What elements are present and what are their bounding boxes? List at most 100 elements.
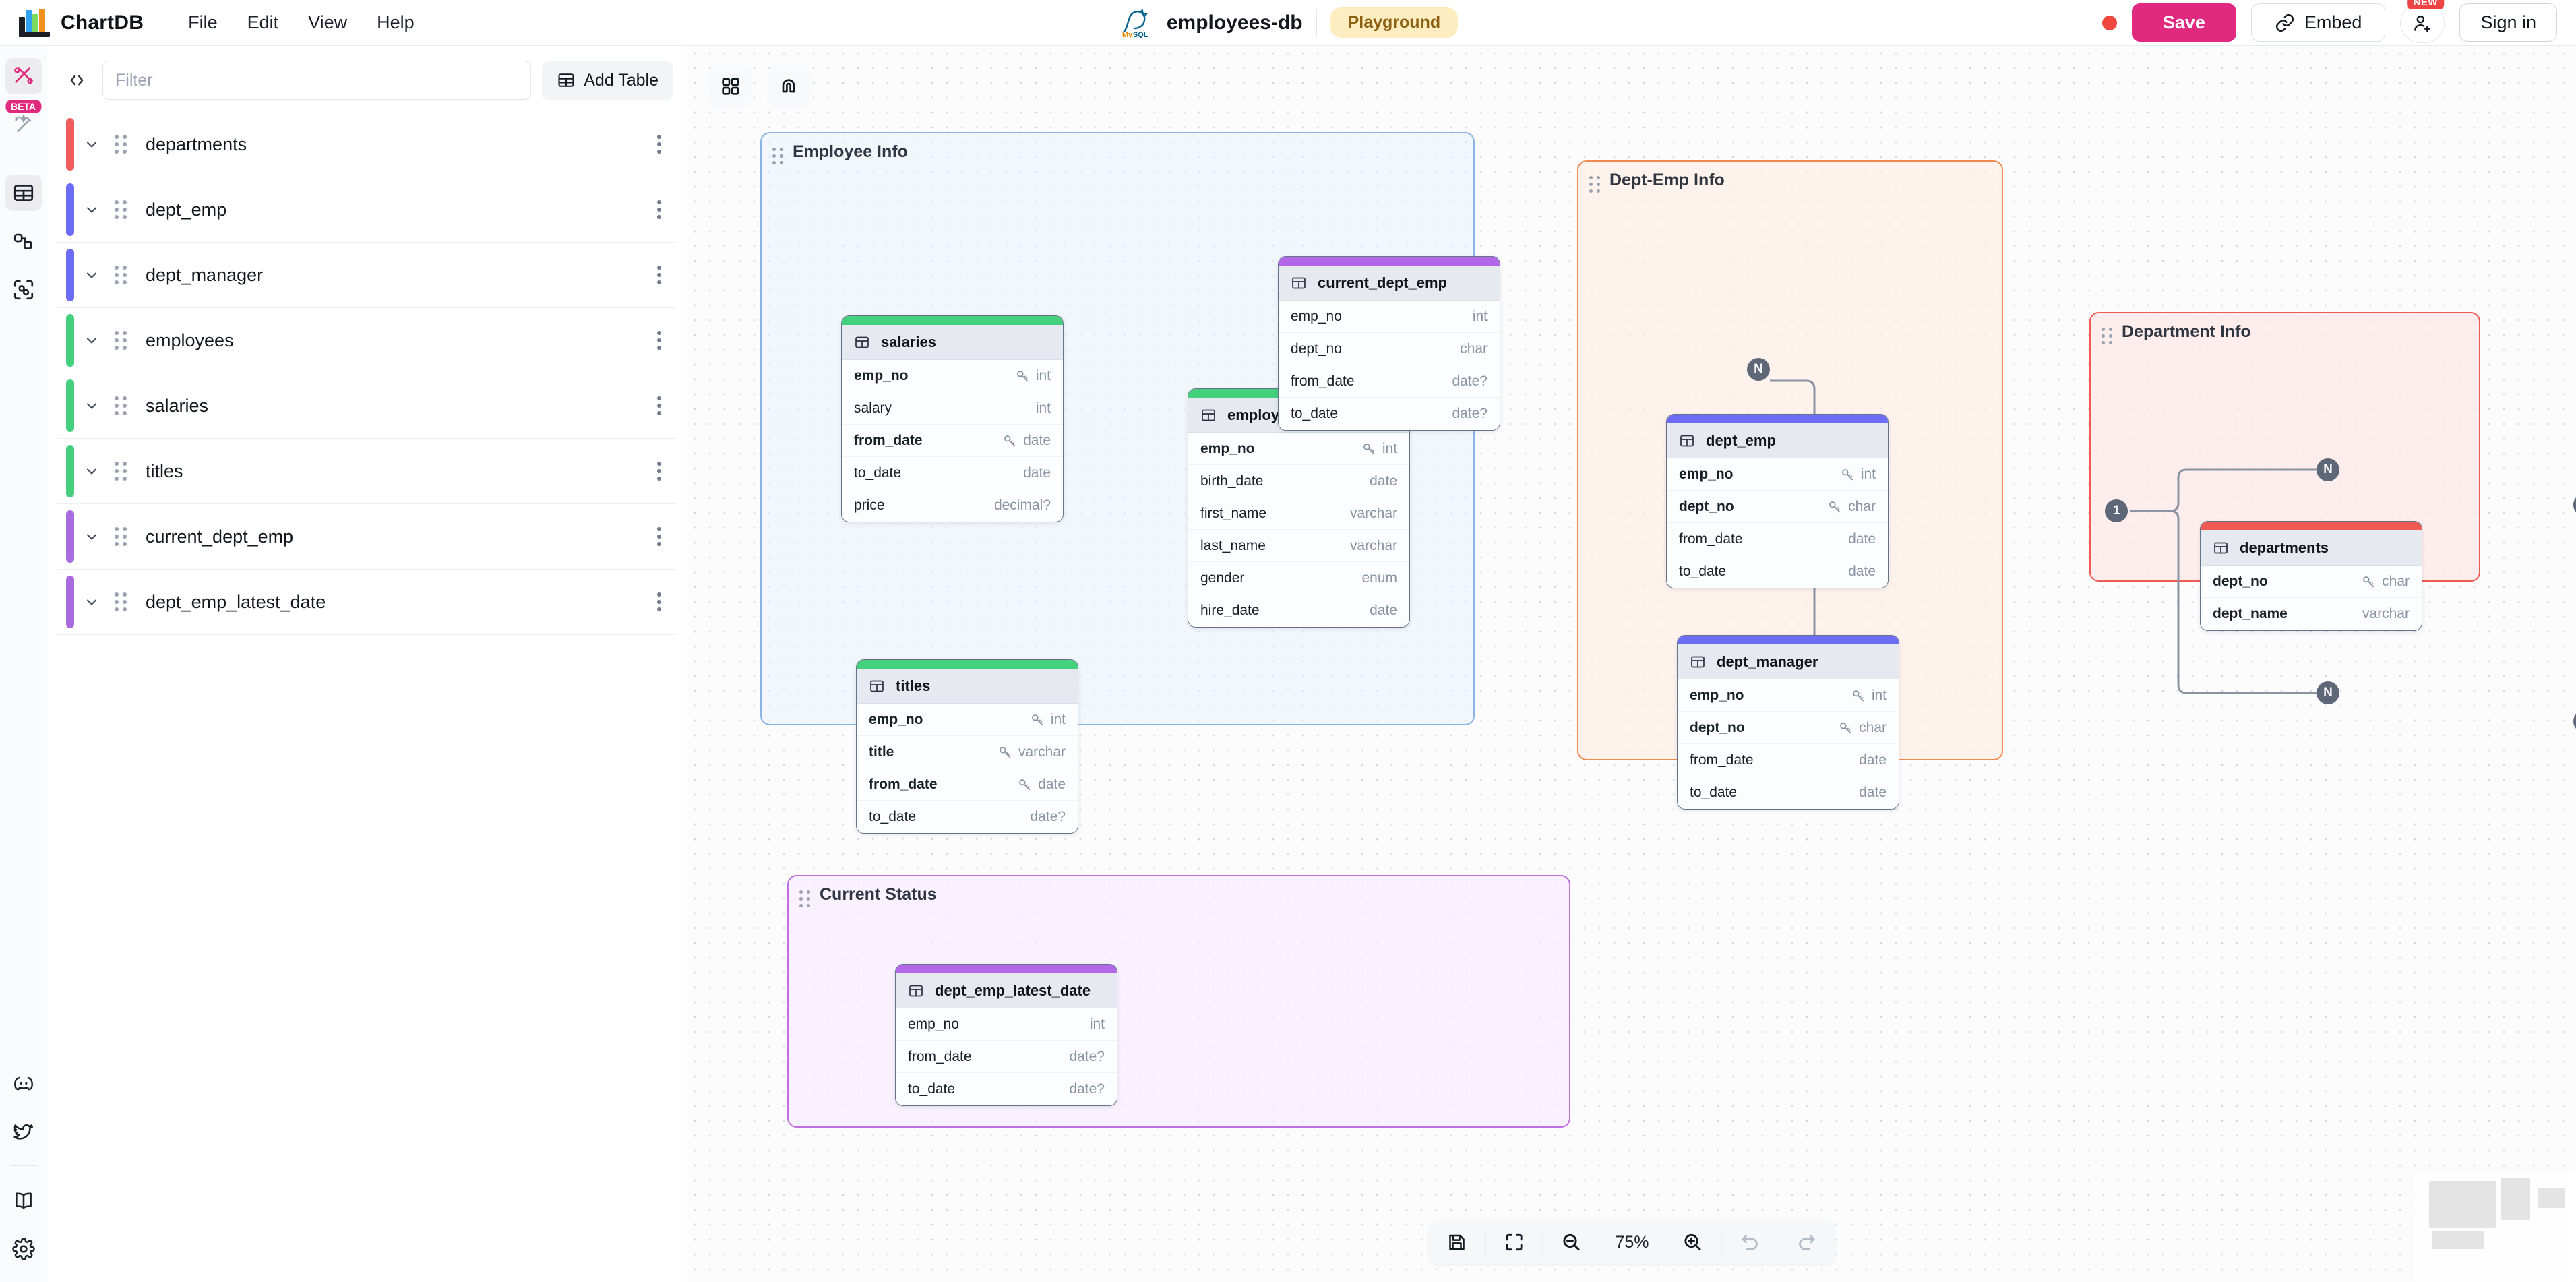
redo-button[interactable] bbox=[1779, 1220, 1835, 1264]
drag-handle-icon[interactable] bbox=[111, 331, 131, 350]
area-drag-handle-icon[interactable] bbox=[2102, 328, 2113, 344]
table-header[interactable]: departments bbox=[2201, 530, 2422, 566]
drag-handle-icon[interactable] bbox=[111, 266, 131, 284]
menu-view[interactable]: View bbox=[308, 12, 348, 32]
undo-button[interactable] bbox=[1722, 1220, 1779, 1264]
drag-handle-icon[interactable] bbox=[111, 592, 131, 611]
table-header[interactable]: dept_emp_latest_date bbox=[896, 973, 1117, 1008]
menu-edit[interactable]: Edit bbox=[247, 12, 279, 32]
filter-input[interactable] bbox=[102, 61, 532, 100]
table-list-item[interactable]: current_dept_emp bbox=[57, 504, 677, 570]
drag-handle-icon[interactable] bbox=[111, 527, 131, 546]
table-list-item[interactable]: salaries bbox=[57, 373, 677, 439]
drag-handle-icon[interactable] bbox=[111, 462, 131, 481]
table-list-item[interactable]: departments bbox=[57, 112, 677, 177]
table-header[interactable]: current_dept_emp bbox=[1279, 266, 1500, 301]
save-button[interactable]: Save bbox=[2131, 3, 2236, 42]
fit-screen-button[interactable] bbox=[1486, 1220, 1543, 1264]
rail-relationships-button[interactable] bbox=[5, 223, 42, 260]
table-list-item[interactable]: dept_emp bbox=[57, 177, 677, 243]
rail-discord-button[interactable] bbox=[5, 1066, 42, 1102]
rail-tables-button[interactable] bbox=[5, 175, 42, 211]
table-options-icon[interactable] bbox=[657, 527, 661, 546]
table-header[interactable]: dept_emp bbox=[1667, 423, 1888, 458]
table-options-icon[interactable] bbox=[657, 135, 661, 154]
rail-magic-button[interactable]: BETA bbox=[5, 100, 42, 143]
menu-help[interactable]: Help bbox=[377, 12, 415, 32]
minimap[interactable] bbox=[2413, 1173, 2576, 1282]
drag-handle-icon[interactable] bbox=[111, 200, 131, 219]
chevron-down-icon[interactable] bbox=[80, 267, 104, 283]
chevron-down-icon[interactable] bbox=[80, 594, 104, 610]
area-drag-handle-icon[interactable] bbox=[799, 890, 811, 907]
table-header[interactable]: dept_manager bbox=[1678, 644, 1899, 679]
table-header[interactable]: salaries bbox=[842, 325, 1063, 360]
diagram-title[interactable]: employees-db bbox=[1166, 11, 1303, 34]
zoom-in-button[interactable] bbox=[1665, 1220, 1721, 1264]
grid-toggle-button[interactable] bbox=[709, 65, 752, 108]
rail-diagrams-button[interactable] bbox=[5, 58, 42, 94]
table-header[interactable]: titles bbox=[857, 669, 1078, 704]
table-options-icon[interactable] bbox=[657, 592, 661, 611]
table-options-icon[interactable] bbox=[657, 331, 661, 350]
collapse-panel-icon[interactable] bbox=[62, 65, 92, 95]
chevron-down-icon[interactable] bbox=[80, 136, 104, 152]
table-list-item[interactable]: dept_manager bbox=[57, 243, 677, 308]
chevron-down-icon[interactable] bbox=[80, 398, 104, 414]
embed-button[interactable]: Embed bbox=[2250, 3, 2386, 42]
table-options-icon[interactable] bbox=[657, 200, 661, 219]
add-user-button[interactable]: NEW bbox=[2400, 0, 2445, 43]
zoom-out-button[interactable] bbox=[1543, 1220, 1600, 1264]
table-options-icon[interactable] bbox=[657, 462, 661, 481]
add-table-button[interactable]: Add Table bbox=[542, 61, 673, 100]
menu-file[interactable]: File bbox=[188, 12, 218, 32]
table-list-item[interactable]: dept_emp_latest_date bbox=[57, 570, 677, 635]
area-drag-handle-icon[interactable] bbox=[1589, 176, 1601, 193]
table-list-item[interactable]: employees bbox=[57, 308, 677, 373]
rail-dependencies-button[interactable] bbox=[5, 272, 42, 308]
magnet-snap-button[interactable] bbox=[767, 65, 810, 108]
save-diagram-button[interactable] bbox=[1429, 1220, 1485, 1264]
table-list-item[interactable]: titles bbox=[57, 439, 677, 504]
rail-twitter-button[interactable] bbox=[5, 1114, 42, 1151]
rail-settings-button[interactable] bbox=[5, 1231, 42, 1267]
zoom-level-label[interactable]: 75% bbox=[1615, 1232, 1649, 1252]
